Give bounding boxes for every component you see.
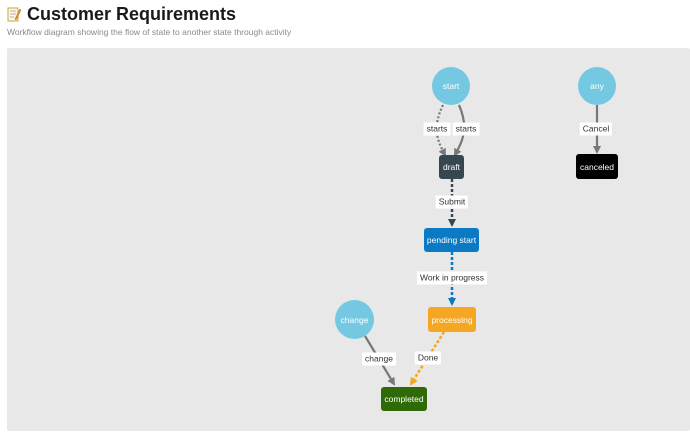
edge-label-change: change <box>362 352 396 366</box>
node-pending-start[interactable]: pending start <box>424 228 479 252</box>
edge-label-starts-left: starts <box>423 122 451 136</box>
edge-label-done: Done <box>414 351 442 365</box>
edge-label-submit: Submit <box>435 195 469 209</box>
node-completed[interactable]: completed <box>381 387 427 411</box>
workflow-canvas[interactable]: start any draft canceled pending start c… <box>7 48 690 431</box>
node-any[interactable]: any <box>578 67 616 105</box>
edge-label-cancel: Cancel <box>579 122 613 136</box>
workflow-edges <box>364 104 601 386</box>
node-change[interactable]: change <box>335 300 374 339</box>
page-header: Customer Requirements Workflow diagram s… <box>7 3 683 38</box>
page-subtitle: Workflow diagram showing the flow of sta… <box>7 27 292 37</box>
edge-label-work-in-progress: Work in progress <box>416 271 488 285</box>
node-start[interactable]: start <box>432 67 470 105</box>
node-draft[interactable]: draft <box>439 155 464 179</box>
node-processing[interactable]: processing <box>428 307 476 332</box>
page-title: Customer Requirements <box>27 3 237 24</box>
title-row: Customer Requirements <box>7 3 683 25</box>
node-canceled[interactable]: canceled <box>576 154 618 179</box>
memo-icon <box>7 7 21 22</box>
edge-label-starts-right: starts <box>452 122 480 136</box>
